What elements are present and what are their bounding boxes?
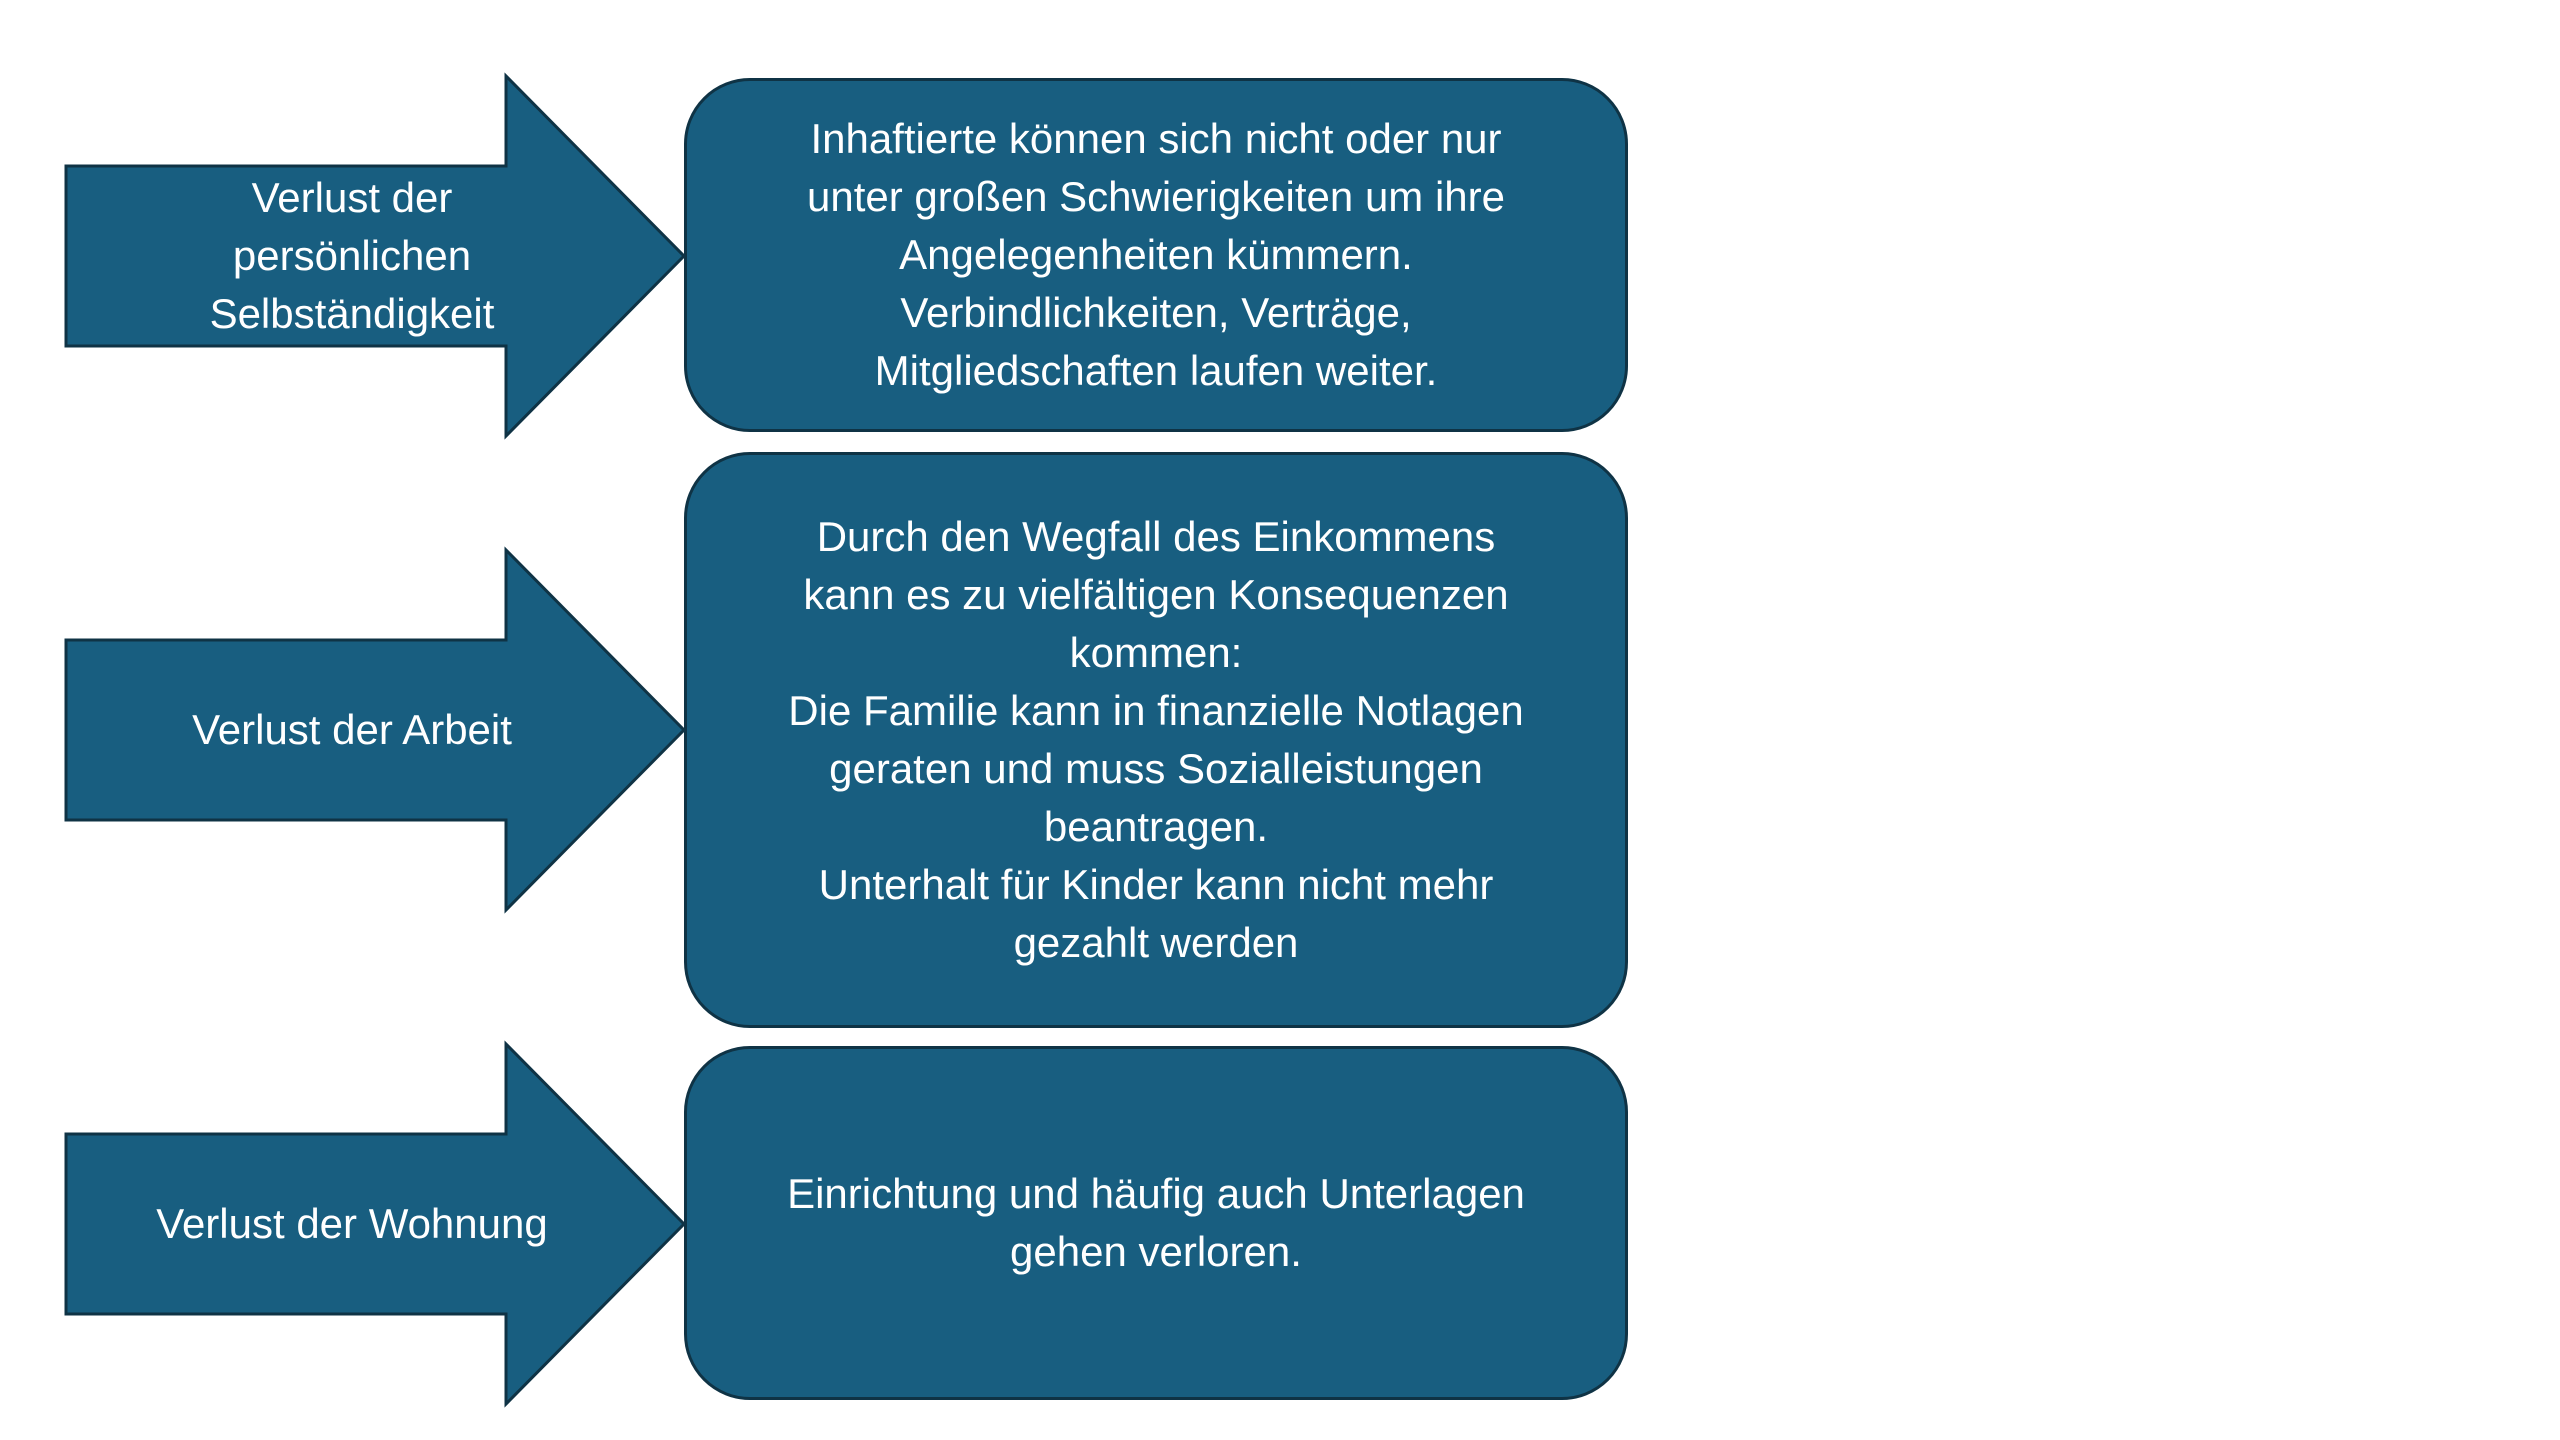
arrow-label: Verlust der persönlichen Selbständigkeit <box>209 174 495 337</box>
description-box-work: Durch den Wegfall des Einkommens kann es… <box>684 452 1628 1028</box>
arrow-shape <box>64 546 687 914</box>
arrow-label: Verlust der Wohnung <box>156 1200 548 1247</box>
arrow-shape <box>64 1040 687 1408</box>
description-box-home: Einrichtung und häufig auch Unterlagen g… <box>684 1046 1628 1400</box>
description-box-independence: Inhaftierte können sich nicht oder nur u… <box>684 78 1628 432</box>
arrow-loss-of-work: Verlust der Arbeit <box>64 546 687 914</box>
arrow-loss-of-independence: Verlust der persönlichen Selbständigkeit <box>64 72 687 440</box>
arrow-shape <box>64 72 687 440</box>
arrow-loss-of-home: Verlust der Wohnung <box>64 1040 687 1408</box>
arrow-label: Verlust der Arbeit <box>192 706 512 753</box>
